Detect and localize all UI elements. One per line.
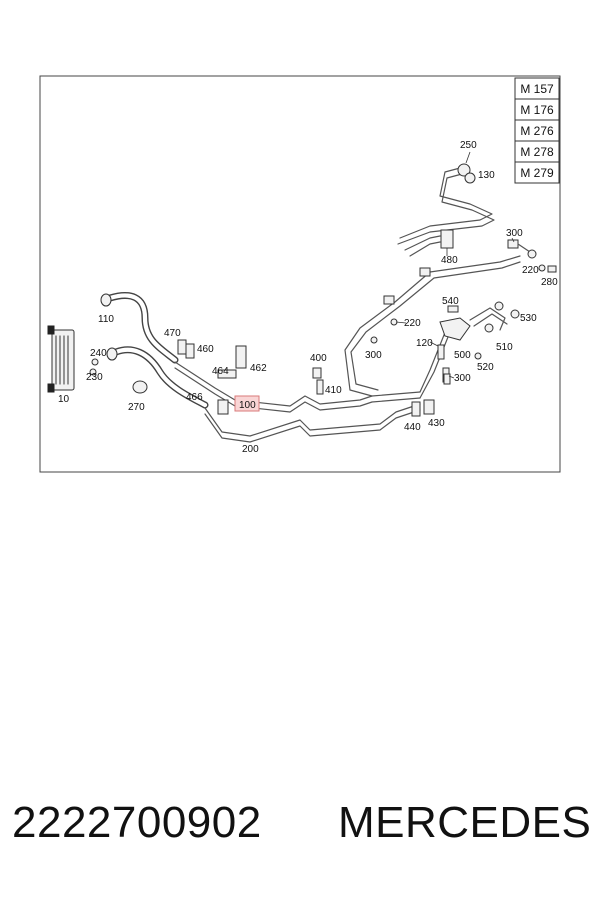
callout-280[interactable]: 280 <box>541 277 558 288</box>
callout-240[interactable]: 240 <box>90 348 107 359</box>
callout-130[interactable]: 130 <box>478 170 495 181</box>
right-fittings <box>437 239 557 385</box>
callout-220[interactable]: 220 <box>522 265 539 276</box>
engine-code-table: M 157 M 176 M 276 M 278 M 279 <box>514 77 560 184</box>
callout-300[interactable]: 300 <box>506 228 523 239</box>
callout-270[interactable]: 270 <box>128 402 145 413</box>
clips-brackets <box>89 318 435 417</box>
callout-464[interactable]: 464 <box>212 366 229 377</box>
callout-400[interactable]: 400 <box>310 353 327 364</box>
part-number: 2222700902 <box>12 798 262 847</box>
callout-300[interactable]: 300 <box>365 350 382 361</box>
footer: 2222700902 MERCEDES <box>0 798 600 868</box>
oil-cooler-drawing <box>47 325 75 393</box>
callout-470[interactable]: 470 <box>164 328 181 339</box>
callout-466[interactable]: 466 <box>186 392 203 403</box>
engine-code-label: M 276 <box>520 124 554 138</box>
callout-highlight <box>234 395 260 412</box>
callout-10[interactable]: 10 <box>58 394 70 405</box>
callout-530[interactable]: 530 <box>520 313 537 324</box>
diagram-frame <box>39 75 561 473</box>
callout-430[interactable]: 430 <box>428 418 445 429</box>
callout-230[interactable]: 230 <box>86 372 103 383</box>
callout-220[interactable]: 220 <box>404 318 421 329</box>
callout-410[interactable]: 410 <box>325 385 342 396</box>
engine-code-cell[interactable] <box>514 161 560 184</box>
callout-110[interactable]: 110 <box>98 314 114 325</box>
callout-462[interactable]: 462 <box>250 363 267 374</box>
callout-200[interactable]: 200 <box>242 444 259 455</box>
upper-pipes <box>383 163 495 305</box>
callout-510[interactable]: 510 <box>496 342 513 353</box>
hoses-left <box>100 292 209 409</box>
callout-500[interactable]: 500 <box>454 350 471 361</box>
callout-100-highlighted[interactable]: 100 <box>239 400 256 411</box>
engine-code-label: M 157 <box>520 82 554 96</box>
engine-code-label: M 279 <box>520 166 554 180</box>
callout-460[interactable]: 460 <box>197 344 214 355</box>
callout-440[interactable]: 440 <box>404 422 421 433</box>
callout-120[interactable]: 120 <box>416 338 433 349</box>
engine-code-label: M 176 <box>520 103 554 117</box>
callout-540[interactable]: 540 <box>442 296 459 307</box>
callout-520[interactable]: 520 <box>477 362 494 373</box>
leader-lines <box>395 151 515 379</box>
callout-300[interactable]: 300 <box>454 373 471 384</box>
engine-code-label: M 278 <box>520 145 554 159</box>
callout-250[interactable]: 250 <box>460 140 477 151</box>
callout-labels: 10 110 130 200 220 220 230 240 250 270 2… <box>58 140 558 455</box>
brand-name: MERCEDES <box>338 798 592 847</box>
callout-480[interactable]: 480 <box>441 255 458 266</box>
